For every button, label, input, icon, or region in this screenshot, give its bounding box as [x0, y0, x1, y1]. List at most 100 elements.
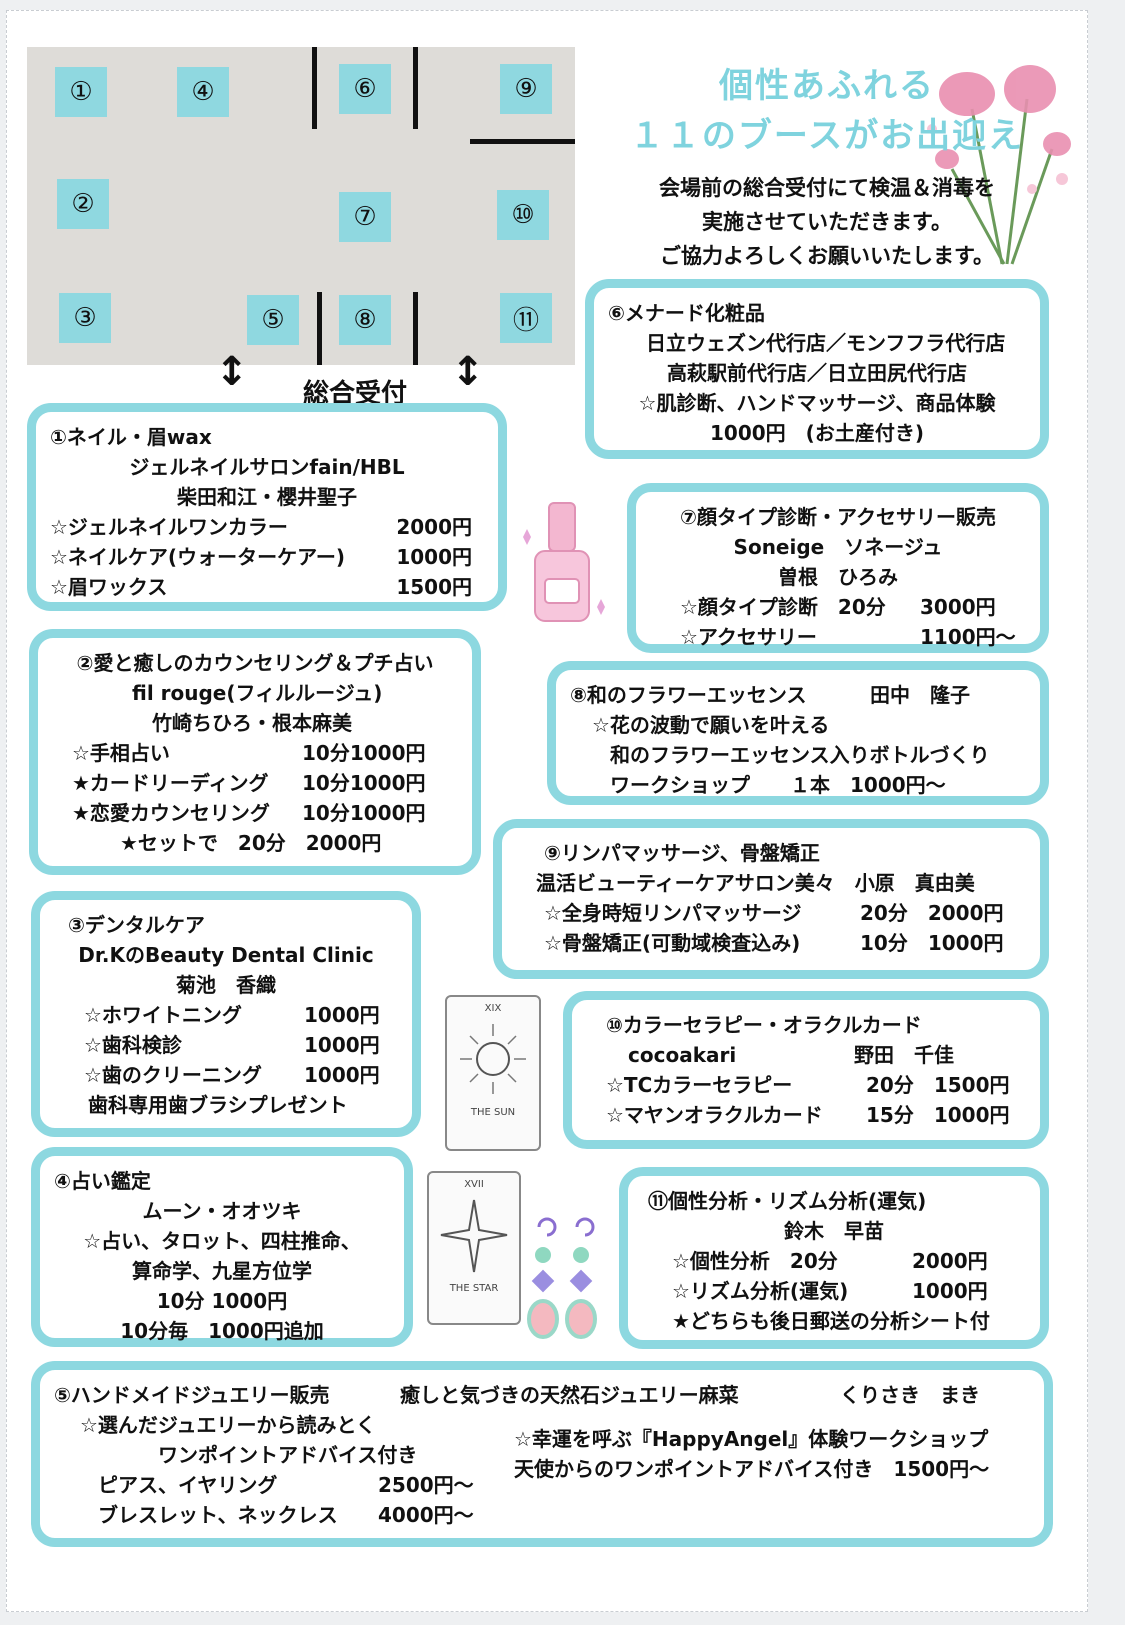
menu-price: 20分 2000円 — [860, 901, 1004, 925]
booth-marker: ⑦ — [339, 192, 391, 242]
partition-wall — [413, 47, 418, 129]
booth-title: ②愛と癒しのカウンセリング＆プチ占い — [76, 651, 434, 675]
staff-name: 竹崎ちひろ・根本麻美 — [152, 711, 352, 735]
price-line: 10分毎 1000円追加 — [120, 1319, 324, 1343]
tarot-card-sun: XIX THE SUN — [445, 995, 541, 1151]
menu-item: ☆眉ワックス 1500円 — [50, 572, 484, 602]
booth-marker: ⑥ — [339, 64, 391, 114]
booth-marker: ⑤ — [247, 295, 299, 345]
shop-name: Soneige ソネージュ — [733, 535, 943, 559]
set-offer: ★セットで 20分 2000円 — [120, 831, 382, 855]
booth-title: ⑤ハンドメイドジュエリー販売 — [54, 1383, 330, 1407]
shop-name: ジェルネイルサロンfain/HBL — [129, 455, 405, 479]
menu-price: 10分1000円 — [302, 771, 426, 795]
menu-price: 1500円 — [396, 575, 472, 599]
menu-price: 15分 1000円 — [866, 1103, 1010, 1127]
menu-item: ☆歯科検診 1000円 — [54, 1030, 398, 1060]
description-line: ワンポイントアドバイス付き — [158, 1443, 418, 1467]
staff-name: 柴田和江・櫻井聖子 — [177, 485, 357, 509]
booth-marker: ③ — [59, 293, 111, 343]
menu-price: 10分1000円 — [302, 801, 426, 825]
menu-item: ☆リズム分析(運気)1000円 — [642, 1276, 1026, 1306]
earrings-icon — [527, 1217, 597, 1339]
menu-price: 10分1000円 — [302, 741, 426, 765]
description-line: ☆選んだジュエリーから読みとく — [80, 1413, 376, 1437]
booth-title: ⑩カラーセラピー・オラクルカード — [606, 1013, 922, 1037]
price-line: 1000円 (お土産付き) — [710, 421, 924, 445]
menu-price: 2000円 — [912, 1249, 988, 1273]
menu-item: ☆手相占い 10分1000円 — [52, 738, 458, 768]
staff-name: ムーン・オオツキ — [142, 1199, 302, 1223]
menu-name: ☆全身時短リンパマッサージ — [544, 901, 802, 925]
booth-title: ⑪個性分析・リズム分析(運気) — [648, 1189, 927, 1213]
booth-card-8: ⑧和のフラワーエッセンス田中 隆子 ☆花の波動で願いを叶える 和のフラワーエッセ… — [547, 661, 1049, 805]
menu-item: ☆アクセサリー 1100円～ — [650, 622, 1026, 652]
menu-item: ☆顔タイプ診断 20分 3000円 — [650, 592, 1026, 622]
menu-name: ☆個性分析 20分 — [672, 1249, 838, 1273]
booth-header: ⑧和のフラワーエッセンス田中 隆子 — [570, 680, 1026, 710]
shop-name: 温活ビューティーケアサロン美々 小原 真由美 — [536, 871, 975, 895]
reception-notice: 会場前の総合受付にて検温＆消毒を 実施させていただきます。 ご協力よろしくお願い… — [577, 171, 1077, 273]
menu-price: 1000円 — [304, 1003, 380, 1027]
menu-name: ブレスレット、ネックレス — [98, 1503, 338, 1527]
menu-name: ☆手相占い — [72, 741, 170, 765]
menu-name: ★恋愛カウンセリング — [72, 801, 270, 825]
menu-name: ☆マヤンオラクルカード — [606, 1103, 823, 1127]
star-icon — [440, 1199, 508, 1273]
booth-title: ⑧和のフラワーエッセンス — [570, 683, 807, 707]
booth-marker: ② — [57, 179, 109, 229]
notice-line: 会場前の総合受付にて検温＆消毒を — [659, 176, 995, 200]
menu-price: 1000円 — [304, 1033, 380, 1057]
menu-name: ☆アクセサリー — [680, 625, 817, 649]
staff-name: 菊池 香織 — [176, 973, 276, 997]
booth-title: ③デンタルケア — [68, 913, 205, 937]
tarot-card-star: XVII THE STAR — [427, 1171, 521, 1325]
price-line: 10分 1000円 — [156, 1289, 288, 1313]
shop-name: cocoakari — [628, 1043, 737, 1067]
menu-item: ☆ネイルケア(ウォーターケアー)1000円 — [50, 542, 484, 572]
price-line: ワークショップ １本 1000円～ — [610, 773, 946, 797]
menu-item: ☆マヤンオラクルカード 15分 1000円 — [586, 1100, 1026, 1130]
menu-price: 3000円 — [920, 595, 996, 619]
menu-price: 1000円 — [396, 545, 472, 569]
card-number: XVII — [464, 1179, 484, 1190]
staff-name: 野田 千佳 — [854, 1043, 954, 1067]
floor-map: ① ④ ⑥ ⑨ ② ⑦ ⑩ ③ ⑤ ⑧ ⑪ — [27, 47, 575, 365]
menu-price: 2000円 — [396, 515, 472, 539]
menu-name: ☆歯のクリーニング — [84, 1063, 262, 1087]
staff-name: 曽根 ひろみ — [778, 565, 898, 589]
shop-line: 日立ウェズン代行店／モンフフラ代行店 — [646, 331, 1006, 355]
booth-marker: ④ — [177, 67, 229, 117]
bonus-note: 歯科専用歯ブラシプレゼント — [88, 1093, 348, 1117]
menu-name: ☆TCカラーセラピー — [606, 1073, 793, 1097]
shop-name: Dr.KのBeauty Dental Clinic — [78, 943, 374, 967]
menu-item: ☆全身時短リンパマッサージ 20分 2000円 — [516, 898, 1026, 928]
description-line: 和のフラワーエッセンス入りボトルづくり — [610, 743, 990, 767]
shop-name: 癒しと気づきの天然石ジュエリー麻菜 — [400, 1383, 739, 1407]
menu-name: ☆リズム分析(運気) — [672, 1279, 849, 1303]
menu-item: ☆個性分析 20分 2000円 — [642, 1246, 1026, 1276]
partition-wall — [317, 292, 322, 365]
nail-polish-icon — [523, 502, 605, 622]
description-line: 算命学、九星方位学 — [132, 1259, 312, 1283]
booth-marker: ⑧ — [339, 295, 391, 345]
flower-bouquet-icon — [927, 65, 1071, 265]
bonus-note: ★どちらも後日郵送の分析シート付 — [672, 1309, 990, 1333]
menu-name: ☆眉ワックス — [50, 575, 168, 599]
card-name: THE STAR — [449, 1283, 499, 1294]
booth-marker: ① — [55, 67, 107, 117]
heading-line: 個性あふれる — [719, 66, 935, 106]
menu-name: ☆骨盤矯正(可動域検査込み) — [544, 931, 801, 955]
menu-name: ☆歯科検診 — [84, 1033, 182, 1057]
menu-name: ☆顔タイプ診断 20分 — [680, 595, 886, 619]
menu-price: 1100円～ — [920, 625, 1016, 649]
partition-wall — [470, 139, 575, 144]
booth-card-1: ①ネイル・眉wax ジェルネイルサロンfain/HBL 柴田和江・櫻井聖子 ☆ジ… — [27, 403, 507, 611]
booth-card-9: ⑨リンパマッサージ、骨盤矯正 温活ビューティーケアサロン美々 小原 真由美 ☆全… — [493, 819, 1049, 979]
menu-item: ★恋愛カウンセリング 10分1000円 — [52, 798, 458, 828]
partition-wall — [413, 292, 418, 365]
